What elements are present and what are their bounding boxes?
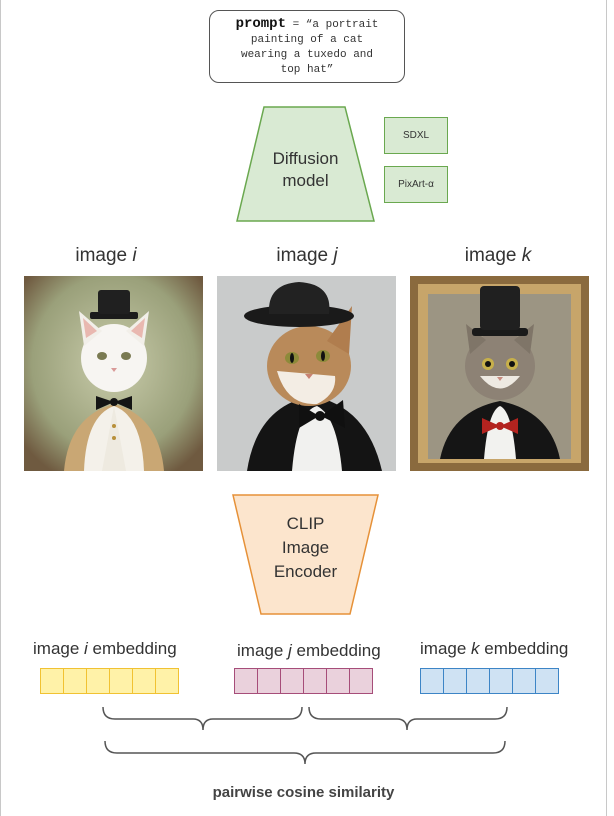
- embedding-cell: [63, 668, 87, 694]
- embedding-cell: [86, 668, 110, 694]
- prompt-text-line2: painting of a cat: [250, 34, 364, 46]
- embedding-k-suffix: embedding: [479, 639, 569, 658]
- embedding-cell: [109, 668, 133, 694]
- embedding-cell: [535, 668, 559, 694]
- embedding-cell: [40, 668, 64, 694]
- embedding-j-label: image j embedding: [237, 641, 381, 661]
- cat-portrait-tabby-icon: [217, 276, 396, 471]
- image-j-label: image j: [217, 245, 397, 267]
- image-k-prefix: image: [464, 245, 522, 266]
- prompt-equals: =: [285, 19, 306, 31]
- prompt-text-line3: wearing a tuxedo and: [240, 49, 374, 61]
- clip-encoder-label: CLIP Image Encoder: [233, 512, 378, 584]
- embedding-cell: [280, 668, 304, 694]
- embedding-k-var: k: [471, 639, 480, 658]
- embedding-i-vector: [40, 668, 179, 694]
- model-tag-sdxl: SDXL: [384, 117, 448, 154]
- diffusion-label-line2: model: [282, 171, 329, 190]
- embedding-cell: [257, 668, 281, 694]
- clip-label-line1: CLIP: [286, 514, 325, 533]
- model-tag-pixart: PixArt-α: [384, 166, 448, 203]
- image-j-var: j: [333, 245, 338, 266]
- embedding-cell: [155, 668, 179, 694]
- image-j-panel: [217, 276, 396, 471]
- embedding-i-var: i: [84, 639, 88, 658]
- prompt-text-line1: “a portrait: [305, 19, 379, 31]
- image-k-var: k: [521, 245, 532, 266]
- prompt-box: prompt = “a portrait painting of a cat w…: [209, 10, 405, 83]
- image-k-panel: [410, 276, 589, 471]
- diffusion-model-label: Diffusion model: [237, 148, 374, 192]
- embedding-j-prefix: image: [237, 641, 289, 660]
- cat-portrait-framed-icon: [410, 276, 589, 471]
- embedding-cell: [443, 668, 467, 694]
- embedding-cell: [512, 668, 536, 694]
- embedding-k-prefix: image: [420, 639, 472, 658]
- embedding-i-prefix: image: [33, 639, 85, 658]
- embedding-cell: [234, 668, 258, 694]
- embedding-cell: [326, 668, 350, 694]
- image-i-var: i: [132, 245, 137, 266]
- embedding-cell: [132, 668, 156, 694]
- embedding-j-var: j: [288, 641, 292, 660]
- image-i-prefix: image: [75, 245, 133, 266]
- prompt-keyword: prompt: [235, 16, 286, 32]
- cat-portrait-white-icon: [24, 276, 203, 471]
- brace-j-k: [308, 706, 508, 731]
- embedding-j-suffix: embedding: [291, 641, 381, 660]
- embedding-cell: [420, 668, 444, 694]
- embedding-cell: [466, 668, 490, 694]
- embedding-k-vector: [420, 668, 559, 694]
- clip-label-line3: Encoder: [273, 562, 338, 581]
- clip-encoder-shape: [232, 494, 379, 615]
- embedding-k-label: image k embedding: [420, 639, 568, 659]
- embedding-i-label: image i embedding: [33, 639, 177, 659]
- embedding-i-suffix: embedding: [87, 639, 177, 658]
- brace-i-k: [104, 740, 506, 765]
- diffusion-model-shape: [236, 106, 375, 222]
- embedding-cell: [349, 668, 373, 694]
- image-k-label: image k: [408, 245, 588, 267]
- image-i-panel: [24, 276, 203, 471]
- brace-i-j: [102, 706, 303, 731]
- prompt-text-line4: top hat”: [280, 64, 334, 76]
- diffusion-label-line1: Diffusion: [272, 149, 339, 168]
- clip-label-line2: Image: [281, 538, 330, 557]
- image-j-prefix: image: [276, 245, 334, 266]
- embedding-j-vector: [234, 668, 373, 694]
- embedding-cell: [489, 668, 513, 694]
- pairwise-similarity-label: pairwise cosine similarity: [212, 784, 395, 801]
- image-i-label: image i: [16, 245, 196, 267]
- embedding-cell: [303, 668, 327, 694]
